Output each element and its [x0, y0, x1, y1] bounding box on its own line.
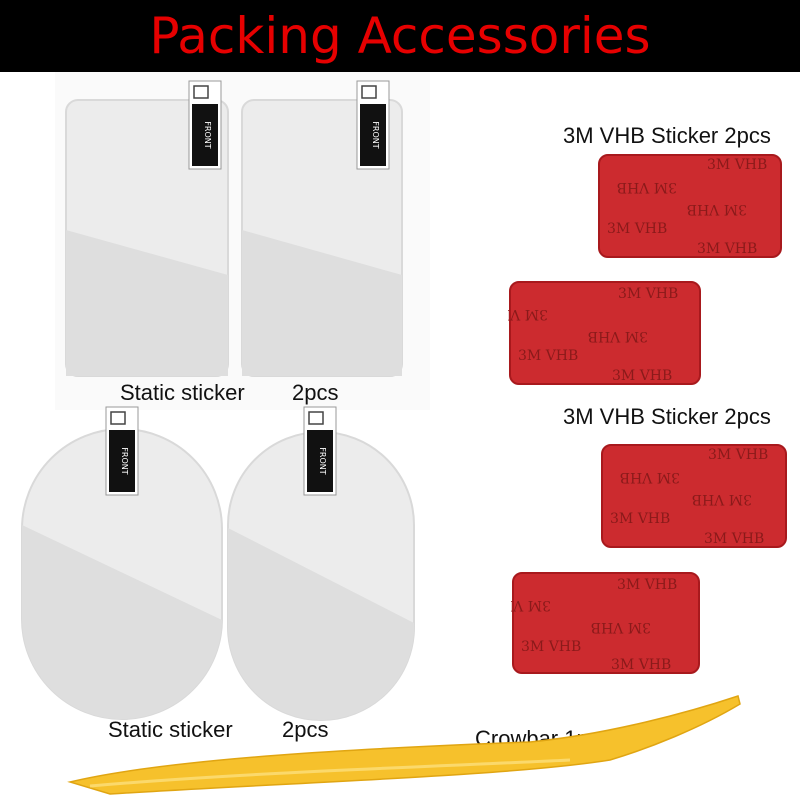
- svg-text:3M VHB: 3M VHB: [697, 241, 757, 257]
- front-tag-2: FRONT: [356, 80, 390, 170]
- svg-text:3M VHB: 3M VHB: [508, 306, 548, 322]
- page-title: Packing Accessories: [149, 7, 651, 65]
- vhb-sticker-label-bottom: 3M VHB Sticker 2pcs: [563, 404, 771, 429]
- svg-text:3M VHB: 3M VHB: [518, 348, 578, 364]
- svg-text:3M VHB: 3M VHB: [620, 469, 680, 485]
- svg-text:FRONT: FRONT: [203, 121, 212, 148]
- svg-text:3M VHB: 3M VHB: [610, 511, 670, 527]
- vhb-pad-2: 3M VHB 3M VHB 3M VHB 3M VHB 3M VHB: [508, 281, 701, 385]
- svg-text:3M VHB: 3M VHB: [612, 368, 672, 384]
- svg-text:3M VHB: 3M VHB: [687, 201, 747, 217]
- front-tag-3: FRONT: [105, 406, 139, 496]
- svg-text:3M VHB: 3M VHB: [607, 221, 667, 237]
- svg-text:3M VHB: 3M VHB: [521, 639, 581, 655]
- svg-text:3M VHB: 3M VHB: [591, 619, 651, 635]
- title-banner: Packing Accessories: [0, 0, 800, 72]
- svg-text:3M VHB: 3M VHB: [617, 577, 677, 593]
- static-sticker-rect-1: [65, 99, 229, 377]
- front-tag-1: FRONT: [188, 80, 222, 170]
- static-sticker-oval-qty: 2pcs: [282, 717, 329, 742]
- vhb-pad-3: 3M VHB 3M VHB 3M VHB 3M VHB 3M VHB: [601, 444, 787, 548]
- vhb-pad-4: 3M VHB 3M VHB 3M VHB 3M VHB 3M VHB: [511, 572, 700, 674]
- svg-text:3M VHB: 3M VHB: [618, 286, 678, 302]
- static-sticker-rect-label: Static sticker: [120, 380, 245, 405]
- svg-text:3M VHB: 3M VHB: [707, 157, 767, 173]
- svg-text:FRONT: FRONT: [371, 121, 380, 148]
- vhb-sticker-label-top: 3M VHB Sticker 2pcs: [563, 123, 771, 148]
- svg-text:3M VHB: 3M VHB: [611, 657, 671, 673]
- static-sticker-rect-qty: 2pcs: [292, 380, 339, 405]
- front-tag-4: FRONT: [303, 406, 337, 496]
- svg-text:3M VHB: 3M VHB: [511, 597, 551, 613]
- static-sticker-oval-2: [227, 431, 415, 721]
- svg-text:FRONT: FRONT: [318, 447, 327, 474]
- static-sticker-oval-1: [21, 428, 223, 720]
- crowbar-pry-tool: [67, 695, 741, 795]
- svg-text:3M VHB: 3M VHB: [617, 179, 677, 195]
- svg-text:3M VHB: 3M VHB: [692, 491, 752, 507]
- svg-text:3M VHB: 3M VHB: [708, 447, 768, 463]
- static-sticker-oval-label: Static sticker: [108, 717, 233, 742]
- svg-text:3M VHB: 3M VHB: [704, 531, 764, 547]
- svg-text:FRONT: FRONT: [120, 447, 129, 474]
- vhb-pad-1: 3M VHB 3M VHB 3M VHB 3M VHB 3M VHB: [598, 154, 782, 258]
- svg-text:3M VHB: 3M VHB: [588, 328, 648, 344]
